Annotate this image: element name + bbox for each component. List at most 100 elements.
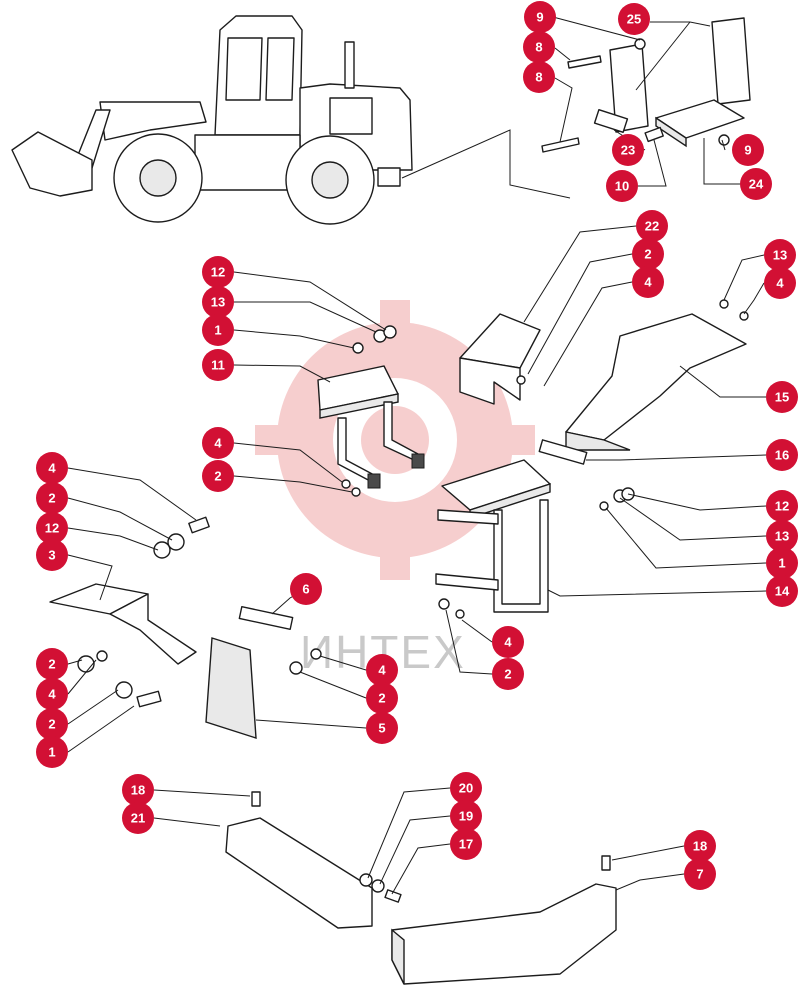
callout-2[interactable]: 2 — [492, 658, 524, 690]
callout-4[interactable]: 4 — [36, 452, 68, 484]
svg-text:2: 2 — [48, 491, 55, 506]
callout-9[interactable]: 9 — [732, 134, 764, 166]
callout-14[interactable]: 14 — [766, 575, 798, 607]
callout-24[interactable]: 24 — [740, 168, 772, 200]
bar-16 — [538, 439, 588, 465]
nut-9a — [634, 38, 646, 50]
svg-text:2: 2 — [378, 691, 385, 706]
beam-7 — [391, 855, 617, 985]
callout-4[interactable]: 4 — [492, 626, 524, 658]
svg-text:4: 4 — [48, 687, 56, 702]
plate-25-left — [609, 43, 649, 133]
svg-text:6: 6 — [302, 582, 309, 597]
step-14 — [435, 439, 635, 619]
svg-text:9: 9 — [536, 10, 543, 25]
callout-2[interactable]: 2 — [36, 482, 68, 514]
svg-text:4: 4 — [48, 461, 56, 476]
svg-text:13: 13 — [775, 529, 789, 544]
svg-text:13: 13 — [773, 248, 787, 263]
nut-9b — [718, 134, 730, 146]
callout-12[interactable]: 12 — [766, 490, 798, 522]
callout-17[interactable]: 17 — [450, 828, 482, 860]
svg-text:11: 11 — [211, 358, 225, 373]
callout-7[interactable]: 7 — [684, 858, 716, 890]
svg-text:3: 3 — [48, 548, 55, 563]
svg-text:19: 19 — [459, 809, 473, 824]
svg-text:5: 5 — [378, 721, 385, 736]
spacer-10 — [644, 126, 664, 143]
plate-15 — [565, 299, 749, 451]
callout-9[interactable]: 9 — [524, 1, 556, 33]
plate-24-side — [655, 116, 687, 148]
callout-12[interactable]: 12 — [202, 256, 234, 288]
callout-11[interactable]: 11 — [202, 349, 234, 381]
callout-4[interactable]: 4 — [202, 427, 234, 459]
callout-15[interactable]: 15 — [766, 381, 798, 413]
callout-4[interactable]: 4 — [764, 267, 796, 299]
svg-text:1: 1 — [48, 745, 55, 760]
svg-text:14: 14 — [775, 584, 790, 599]
plate-group-top — [541, 17, 751, 153]
svg-text:13: 13 — [211, 295, 225, 310]
callout-16[interactable]: 16 — [766, 439, 798, 471]
callout-13[interactable]: 13 — [202, 286, 234, 318]
callout-2[interactable]: 2 — [366, 682, 398, 714]
strip-6 — [238, 606, 294, 630]
callout-4[interactable]: 4 — [366, 654, 398, 686]
callout-22[interactable]: 22 — [636, 210, 668, 242]
callout-4[interactable]: 4 — [36, 678, 68, 710]
callout-2[interactable]: 2 — [632, 238, 664, 270]
svg-text:24: 24 — [749, 177, 764, 192]
svg-text:7: 7 — [696, 867, 703, 882]
callout-10[interactable]: 10 — [606, 170, 638, 202]
callout-2[interactable]: 2 — [36, 708, 68, 740]
svg-text:2: 2 — [504, 667, 511, 682]
svg-text:2: 2 — [644, 247, 651, 262]
svg-text:1: 1 — [778, 556, 785, 571]
callout-8[interactable]: 8 — [523, 31, 555, 63]
callout-12[interactable]: 12 — [36, 512, 68, 544]
callout-1[interactable]: 1 — [36, 736, 68, 768]
callout-25[interactable]: 25 — [618, 3, 650, 35]
svg-text:4: 4 — [644, 275, 652, 290]
svg-text:15: 15 — [775, 390, 789, 405]
svg-text:12: 12 — [211, 265, 225, 280]
mudflap-5 — [205, 606, 322, 739]
callout-3[interactable]: 3 — [36, 539, 68, 571]
svg-text:21: 21 — [131, 811, 145, 826]
callout-5[interactable]: 5 — [366, 712, 398, 744]
callout-1[interactable]: 1 — [766, 547, 798, 579]
loader-overview — [11, 15, 413, 225]
svg-text:2: 2 — [48, 717, 55, 732]
beam-21 — [225, 791, 402, 929]
bracket-23 — [593, 109, 629, 133]
callout-18[interactable]: 18 — [684, 830, 716, 862]
callout-20[interactable]: 20 — [450, 772, 482, 804]
svg-text:12: 12 — [45, 521, 59, 536]
svg-text:4: 4 — [504, 635, 512, 650]
svg-text:4: 4 — [214, 436, 222, 451]
callout-4[interactable]: 4 — [632, 266, 664, 298]
callout-13[interactable]: 13 — [764, 239, 796, 271]
callout-2[interactable]: 2 — [36, 648, 68, 680]
callout-23[interactable]: 23 — [612, 134, 644, 166]
callout-18[interactable]: 18 — [122, 774, 154, 806]
callout-13[interactable]: 13 — [766, 520, 798, 552]
svg-text:2: 2 — [214, 469, 221, 484]
svg-text:9: 9 — [744, 143, 751, 158]
plate-25-right — [711, 17, 751, 105]
svg-text:22: 22 — [645, 219, 659, 234]
callout-1[interactable]: 1 — [202, 314, 234, 346]
callout-21[interactable]: 21 — [122, 802, 154, 834]
svg-text:12: 12 — [775, 499, 789, 514]
svg-text:1: 1 — [214, 323, 221, 338]
callout-8[interactable]: 8 — [523, 61, 555, 93]
callout-19[interactable]: 19 — [450, 800, 482, 832]
svg-text:10: 10 — [615, 179, 629, 194]
svg-text:4: 4 — [378, 663, 386, 678]
callout-6[interactable]: 6 — [290, 573, 322, 605]
svg-text:4: 4 — [776, 276, 784, 291]
callouts: 9 25 8 8 23 9 10 24 22 2 4 13 4 12 13 1 … — [36, 1, 798, 890]
callout-2[interactable]: 2 — [202, 460, 234, 492]
svg-text:16: 16 — [775, 448, 789, 463]
